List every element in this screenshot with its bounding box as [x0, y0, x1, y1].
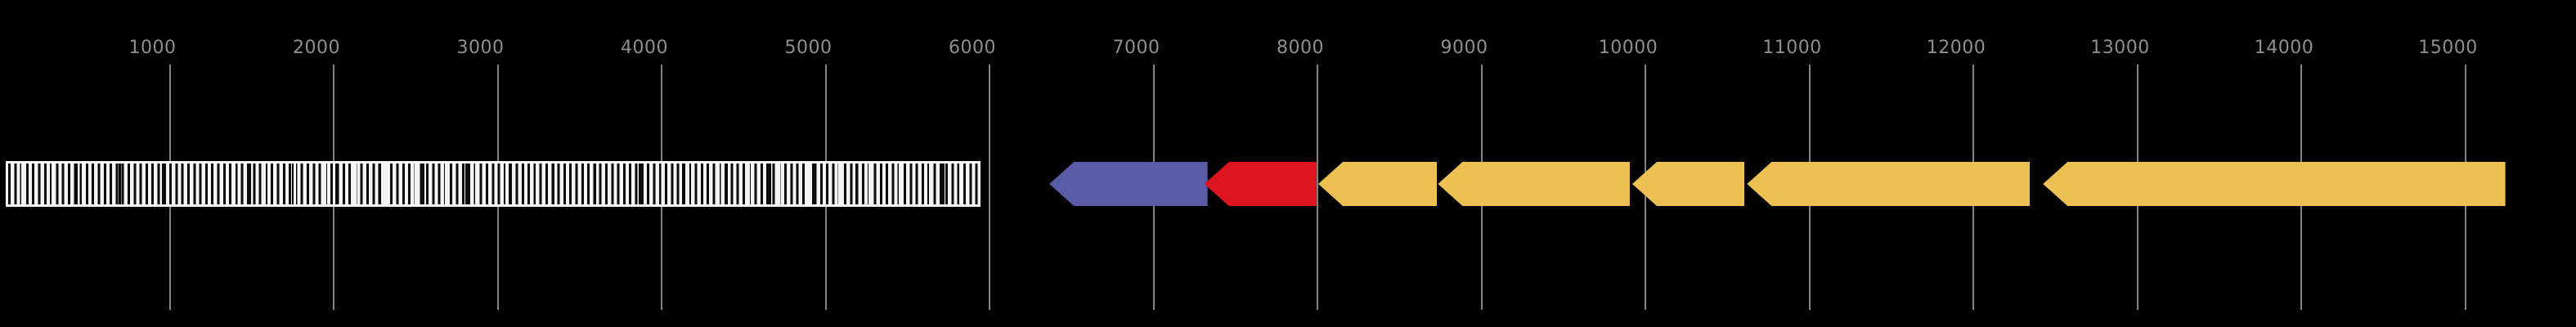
tick-label: 7000 — [1112, 38, 1160, 58]
tick-label: 5000 — [784, 38, 832, 58]
gene-arrow-4[interactable] — [1438, 162, 1630, 206]
tick-label: 14000 — [2254, 38, 2314, 58]
tick-label: 4000 — [621, 38, 668, 58]
tick-label: 11000 — [1762, 38, 1822, 58]
gene-arrow-7[interactable] — [2043, 162, 2506, 206]
gene-arrow-5[interactable] — [1631, 162, 1745, 206]
gridline — [989, 65, 990, 310]
sequence-bar-stripes — [8, 164, 978, 204]
tick-label: 12000 — [1926, 38, 1986, 58]
tick-label: 1000 — [128, 38, 177, 58]
gene-arrow-6[interactable] — [1747, 162, 2031, 206]
tick-label: 13000 — [2090, 38, 2150, 58]
tick-label: 6000 — [949, 38, 996, 58]
tick-label: 15000 — [2418, 38, 2478, 58]
gene-arrow-1[interactable] — [1049, 162, 1208, 206]
tick-label: 3000 — [456, 38, 505, 58]
tick-label: 8000 — [1277, 38, 1324, 58]
tick-label: 2000 — [293, 38, 340, 58]
gene-arrow-3[interactable] — [1318, 162, 1438, 206]
gridline — [1317, 65, 1318, 310]
gene-arrow-2[interactable] — [1204, 162, 1317, 206]
striped-sequence-bar — [6, 161, 981, 207]
tick-label: 10000 — [1598, 38, 1658, 58]
tick-label: 9000 — [1440, 38, 1488, 58]
